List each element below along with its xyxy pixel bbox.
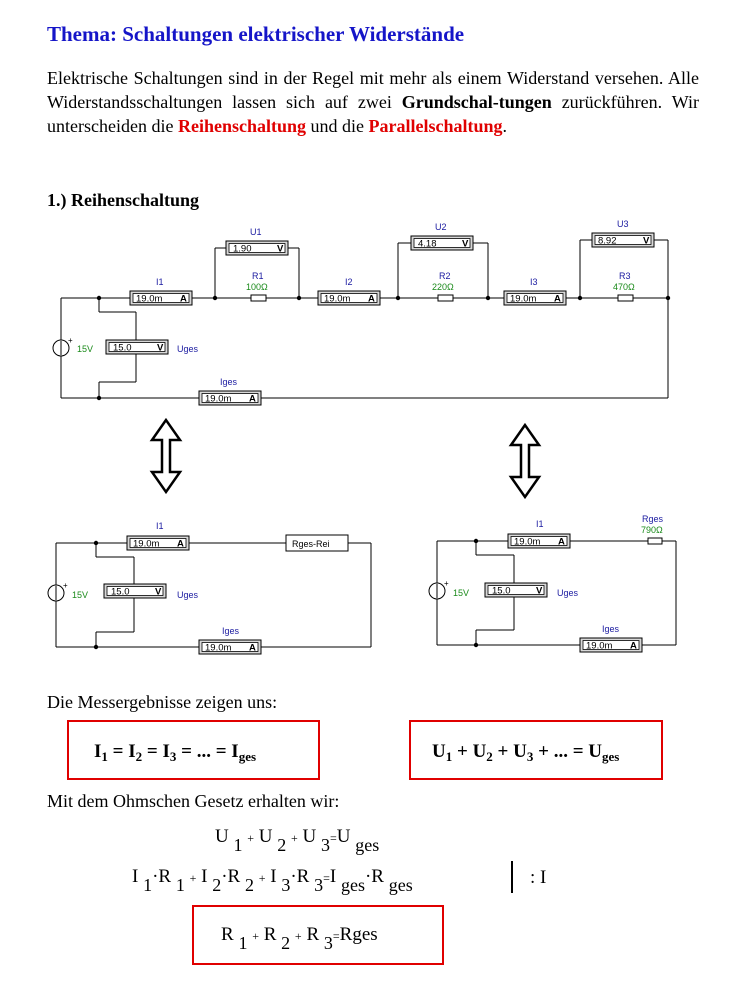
resistor-r2-label: R2 — [439, 271, 451, 281]
right-resistor-rges — [647, 537, 663, 545]
section-heading: 1.) Reihenschaltung — [47, 190, 200, 210]
results-heading: Die Messergebnisse zeigen uns: — [47, 692, 278, 712]
intro-text-3: und die — [305, 116, 369, 136]
right-iges-unit: A — [630, 641, 637, 652]
right-source-label: 15V — [453, 588, 469, 598]
voltmeter-u1-unit: V — [277, 244, 284, 255]
ammeter-i3-unit: A — [554, 294, 561, 305]
junction-dots-top — [96, 295, 671, 401]
intro-text-4: . — [502, 116, 507, 136]
resistor-r3-value: 470Ω — [613, 282, 635, 292]
voltage-equation: U 1 + U 2 + U 3=U ges — [215, 826, 380, 855]
voltmeter-u3-value: 8.92 — [598, 236, 617, 247]
right-i1-label: I1 — [536, 519, 544, 529]
resistor-r1 — [250, 294, 267, 302]
resistor-r3 — [617, 294, 634, 302]
left-i1-value: 19.0m — [133, 539, 159, 550]
circuit-diagrams: + 15V 19.0m A I1 19.0m A I2 19.0m A I3 1… — [47, 219, 677, 655]
right-uges-label: Uges — [557, 588, 579, 598]
left-resistor-label: Rges-Rei — [292, 539, 330, 549]
junction-dots-right — [473, 538, 479, 648]
ohm-heading: Mit dem Ohmschen Gesetz erhalten wir: — [47, 791, 340, 811]
iges-meter-label: Iges — [220, 377, 238, 387]
right-i1-unit: A — [558, 537, 565, 548]
ohm-equation: I 1·R 1 + I 2·R 2 + I 3·R 3=I ges·R ges — [132, 866, 413, 895]
left-iges-value: 19.0m — [205, 643, 231, 654]
voltage-source-left-icon: + — [47, 581, 68, 602]
divide-by-current: : I — [530, 867, 547, 888]
intro-text-2: zurückführen. Wir unterscheiden die — [47, 92, 699, 136]
equivalent-circuit-left — [55, 542, 372, 648]
voltage-sum-box — [409, 720, 663, 780]
equivalent-circuit-right — [436, 540, 677, 646]
resistance-sum-box — [192, 905, 444, 965]
left-i1-label: I1 — [156, 521, 164, 531]
right-iges-value: 19.0m — [586, 641, 612, 652]
voltmeter-u1-value: 1.90 — [233, 244, 252, 255]
ammeter-i2-value: 19.0m — [324, 294, 350, 305]
current-equality-box — [67, 720, 320, 780]
voltmeter-u2-value: 4.18 — [418, 239, 437, 250]
intro-bold-grundschaltungen: Grundschal-tungen — [401, 92, 552, 112]
voltage-source-right-icon: + — [428, 579, 449, 600]
intro-red-parallelschaltung: Parallelschaltung — [368, 116, 503, 136]
voltmeter-u1-label: U1 — [250, 227, 262, 237]
ammeter-i1-label: I1 — [156, 277, 164, 287]
voltage-source-icon: + — [52, 336, 73, 357]
voltmeter-u3-unit: V — [643, 236, 650, 247]
ammeter-i2-label: I2 — [345, 277, 353, 287]
voltmeter-u2-unit: V — [462, 239, 469, 250]
left-uges-unit: V — [155, 587, 162, 598]
ammeter-i3-value: 19.0m — [510, 294, 536, 305]
svg-text:+: + — [63, 581, 68, 590]
right-iges-label: Iges — [602, 624, 620, 634]
page-title: Thema: Schaltungen elektrischer Widerstä… — [47, 22, 465, 46]
left-i1-unit: A — [177, 539, 184, 550]
right-resistor-label: Rges — [642, 514, 664, 524]
ammeter-i1-unit: A — [180, 294, 187, 305]
resistor-r3-label: R3 — [619, 271, 631, 281]
right-resistor-value: 790Ω — [641, 525, 663, 535]
uges-meter-label: Uges — [177, 344, 199, 354]
right-uges-value: 15.0 — [492, 586, 511, 597]
right-uges-unit: V — [536, 586, 543, 597]
current-equality-formula: I1 = I2 = I3 = ... = Iges — [94, 741, 257, 764]
resistance-sum-formula: R 1 + R 2 + R 3=Rges — [221, 924, 378, 953]
left-iges-label: Iges — [222, 626, 240, 636]
intro-red-reihenschaltung: Reihenschaltung — [177, 116, 306, 136]
intro-paragraph: Elektrische Schaltungen sind in der Rege… — [47, 66, 699, 138]
ammeter-i1-value: 19.0m — [136, 294, 162, 305]
intro-text-1: Elektrische Schaltungen sind in der Rege… — [47, 68, 699, 112]
voltmeter-u2-label: U2 — [435, 222, 447, 232]
svg-text:+: + — [444, 579, 449, 588]
iges-meter-value: 19.0m — [205, 394, 231, 405]
uges-meter-unit: V — [157, 343, 164, 354]
left-uges-value: 15.0 — [111, 587, 130, 598]
resistor-r1-label: R1 — [252, 271, 264, 281]
resistor-r2-value: 220Ω — [432, 282, 454, 292]
left-iges-unit: A — [249, 643, 256, 654]
left-uges-label: Uges — [177, 590, 199, 600]
source-voltage-label: 15V — [77, 344, 93, 354]
double-arrow-left-icon — [149, 417, 183, 495]
series-circuit-top — [60, 239, 669, 399]
svg-text:+: + — [68, 336, 73, 345]
left-source-label: 15V — [72, 590, 88, 600]
voltage-sum-formula: U1 + U2 + U3 + ... = Uges — [432, 741, 620, 764]
resistor-r1-value: 100Ω — [246, 282, 268, 292]
voltmeter-u3-label: U3 — [617, 219, 629, 229]
iges-meter-unit: A — [249, 394, 256, 405]
junction-dots-left — [93, 540, 99, 650]
right-i1-value: 19.0m — [514, 537, 540, 548]
divider-bar — [511, 861, 513, 893]
ammeter-i3-label: I3 — [530, 277, 538, 287]
uges-meter-value: 15.0 — [113, 343, 132, 354]
ammeter-i2-unit: A — [368, 294, 375, 305]
left-resistor-rges-rei — [285, 534, 349, 552]
resistor-r2 — [437, 294, 454, 302]
double-arrow-right-icon — [508, 422, 542, 500]
